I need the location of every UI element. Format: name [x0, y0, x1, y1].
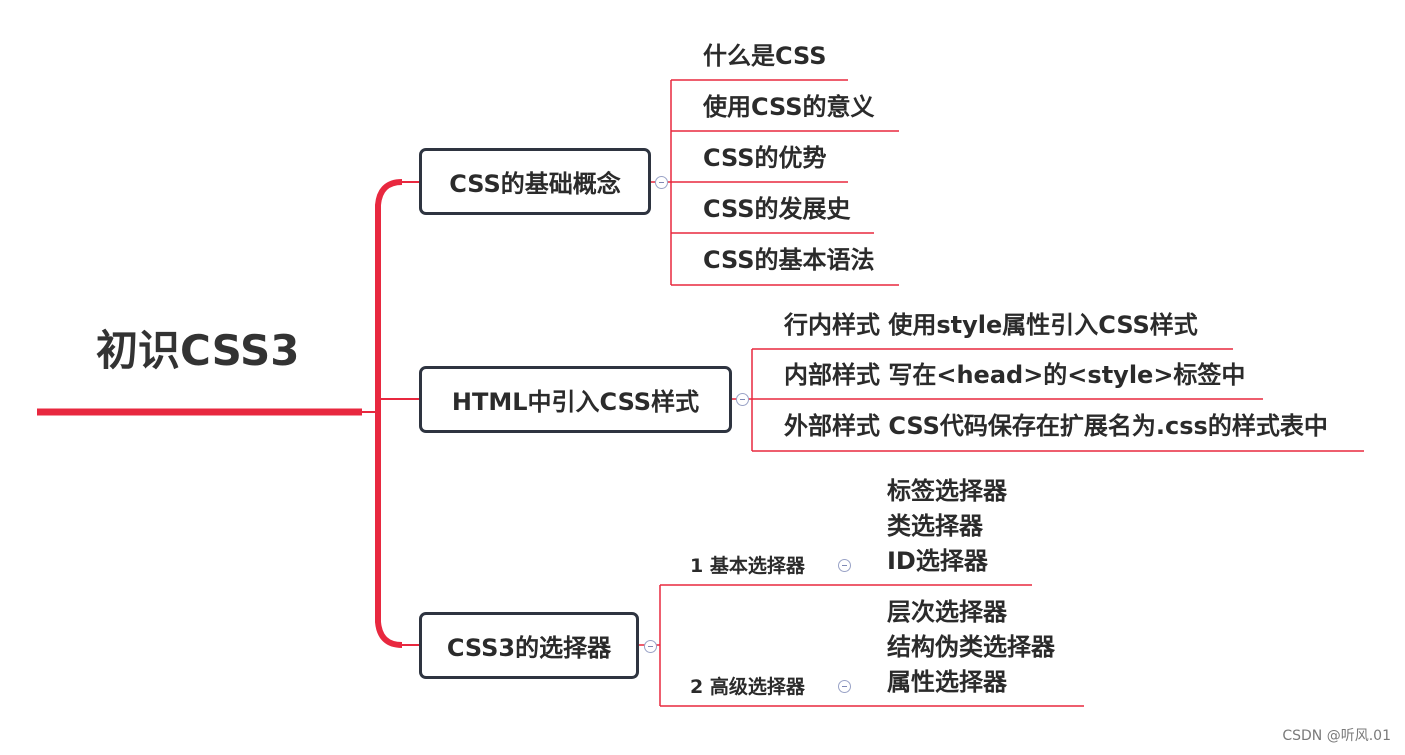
- leaf-item[interactable]: 什么是CSS: [703, 42, 827, 70]
- branch-html-include-css[interactable]: HTML中引入CSS样式: [419, 366, 732, 433]
- collapse-icon[interactable]: [655, 176, 668, 189]
- leaf-item[interactable]: 类选择器: [887, 512, 983, 540]
- collapse-icon[interactable]: [838, 680, 851, 693]
- leaf-item[interactable]: CSS的优势: [703, 144, 827, 172]
- leaf-item[interactable]: 标签选择器: [887, 477, 1007, 505]
- leaf-item[interactable]: 使用CSS的意义: [703, 93, 875, 121]
- leaf-item[interactable]: 属性选择器: [887, 668, 1007, 696]
- leaf-item[interactable]: 外部样式 CSS代码保存在扩展名为.css的样式表中: [784, 412, 1328, 440]
- branch-label: CSS3的选择器: [446, 634, 612, 662]
- leaf-item[interactable]: 内部样式 写在<head>的<style>标签中: [784, 361, 1246, 389]
- watermark: CSDN @听风.01: [1282, 728, 1391, 744]
- group-label-basic[interactable]: 1 基本选择器: [690, 555, 805, 577]
- leaf-item[interactable]: 层次选择器: [887, 598, 1007, 626]
- collapse-icon[interactable]: [644, 640, 657, 653]
- group-label-advanced[interactable]: 2 高级选择器: [690, 676, 805, 698]
- branch-label: HTML中引入CSS样式: [451, 388, 700, 416]
- branch-css3-selectors[interactable]: CSS3的选择器: [419, 612, 639, 679]
- leaf-item[interactable]: CSS的发展史: [703, 195, 851, 223]
- collapse-icon[interactable]: [838, 559, 851, 572]
- leaf-item[interactable]: ID选择器: [887, 547, 988, 575]
- leaf-item[interactable]: 行内样式 使用style属性引入CSS样式: [784, 311, 1198, 339]
- collapse-icon[interactable]: [736, 393, 749, 406]
- leaf-item[interactable]: CSS的基本语法: [703, 246, 875, 274]
- branch-label: CSS的基础概念: [449, 170, 621, 198]
- main-trunk: [375, 179, 403, 648]
- leaf-item[interactable]: 结构伪类选择器: [887, 633, 1055, 661]
- root-topic[interactable]: 初识CSS3: [96, 326, 300, 375]
- branch-css-basics[interactable]: CSS的基础概念: [419, 148, 651, 215]
